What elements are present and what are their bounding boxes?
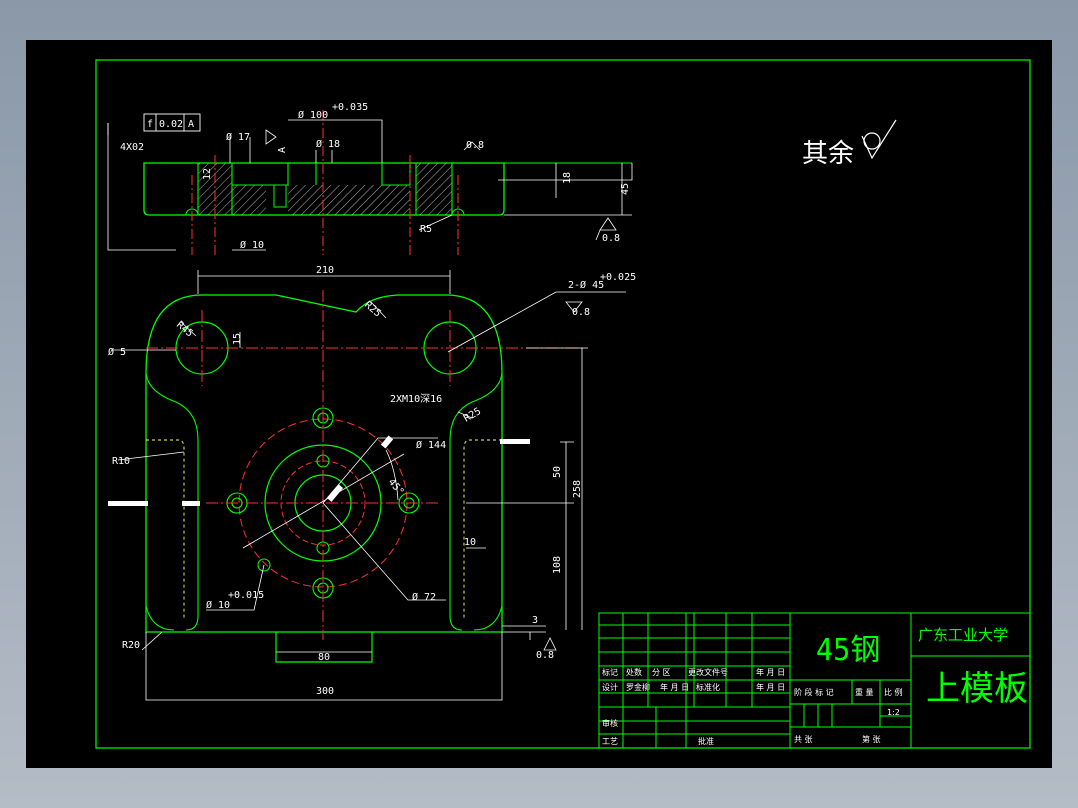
dim-r25-top: R25 — [362, 299, 383, 319]
dim-d5: Ø 5 — [108, 346, 126, 358]
tb-standard: 标准化 — [696, 682, 720, 692]
tb-approve: 批准 — [698, 736, 714, 746]
tb-design-date: 年 月 日 — [660, 682, 689, 692]
dim-w210: 210 — [316, 265, 334, 276]
tb-date1: 年 月 日 — [756, 667, 785, 677]
school-name: 广东工业大学 — [918, 626, 1008, 644]
dim-r5: R5 — [420, 224, 432, 235]
tb-process: 工艺 — [602, 737, 618, 746]
roughness-note: 其余 — [802, 119, 897, 169]
dim-h3: 3 — [532, 615, 538, 626]
tb-total-sheets: 共 张 — [794, 735, 813, 744]
dim-h15: 15 — [232, 333, 243, 345]
dim-roughness-top: 0.8 — [466, 140, 484, 151]
dim-w300: 300 — [316, 686, 334, 697]
scale-value: 1:2 — [887, 708, 900, 717]
dim-h108: 108 — [552, 556, 563, 574]
dim-d100-tol: +0.035 — [332, 102, 368, 113]
section-view: f 0.02 A 4X02 Ø 17 Ø 100 +0.035 A Ø 18 0… — [107, 102, 633, 255]
dim-d144: Ø 144 — [416, 439, 446, 451]
dim-r45: R45 — [174, 319, 195, 339]
material-label: 45钢 — [816, 633, 880, 668]
tb-mark: 标记 — [602, 667, 618, 677]
dim-chamfer: 4X02 — [120, 142, 144, 153]
dim-arrow-datum: A — [277, 147, 288, 153]
hatch-right — [416, 163, 452, 215]
tol-value: 0.02 — [159, 119, 183, 130]
dim-d100: Ø 100 — [298, 109, 328, 121]
tb-designer: 罗金柳 — [626, 682, 650, 692]
drawing-border — [95, 59, 1031, 749]
dim-h18: 18 — [562, 172, 573, 184]
note-rest: 其余 — [802, 139, 854, 169]
tb-date2: 年 月 日 — [756, 682, 785, 692]
dim-h45: 45 — [620, 183, 631, 195]
dim-r10: R10 — [112, 456, 130, 467]
dim-h50: 50 — [552, 466, 563, 478]
tb-count: 处数 — [626, 667, 642, 677]
dim-r25-side: R25 — [462, 406, 483, 425]
dim-roughness-holes: 0.8 — [572, 307, 590, 318]
dim-w80: 80 — [318, 652, 330, 663]
dim-holes: 2-Ø 45 — [568, 279, 604, 291]
dim-roughness-bottom: 0.8 — [536, 650, 554, 661]
tb-sheet-no: 第 张 — [862, 734, 881, 744]
tb-stage: 阶 段 标 记 — [794, 687, 834, 697]
hatch-left — [198, 163, 232, 215]
cad-drawing-area[interactable]: f 0.02 A 4X02 Ø 17 Ø 100 +0.035 A Ø 18 0… — [26, 40, 1052, 768]
part-name: 上模板 — [926, 669, 1028, 709]
dim-d18: Ø 18 — [316, 138, 340, 150]
plan-view: 210 R25 R45 2-Ø 45 +0.025 0.8 Ø 5 15 2XM… — [108, 265, 636, 701]
dim-h258: 258 — [572, 480, 583, 498]
tb-weight: 重 量 — [855, 687, 874, 697]
dim-d17: Ø 17 — [226, 131, 250, 143]
drawing-svg: f 0.02 A 4X02 Ø 17 Ø 100 +0.035 A Ø 18 0… — [95, 59, 1031, 749]
tol-datum: A — [188, 119, 194, 130]
title-block — [598, 612, 1031, 749]
tb-zone: 分 区 — [652, 668, 671, 677]
tol-symbol: f — [147, 119, 153, 130]
dim-holes-tol: +0.025 — [600, 272, 636, 283]
dim-thread: 2XM10深16 — [390, 393, 442, 405]
dim-d72: Ø 72 — [412, 591, 436, 603]
dim-d10b-tol: +0.015 — [228, 590, 264, 601]
dim-d10b: Ø 10 — [206, 599, 230, 611]
dim-h10: 10 — [464, 537, 476, 548]
tb-design: 设计 — [602, 682, 618, 692]
tb-scale-label: 比 例 — [884, 687, 903, 697]
dim-d10: Ø 10 — [240, 239, 264, 251]
dim-h12: 12 — [202, 168, 213, 180]
tb-change-doc: 更改文件号 — [688, 667, 728, 677]
dim-r20: R20 — [122, 640, 140, 651]
tb-review: 审核 — [602, 718, 618, 728]
dim-roughness-side: 0.8 — [602, 233, 620, 244]
